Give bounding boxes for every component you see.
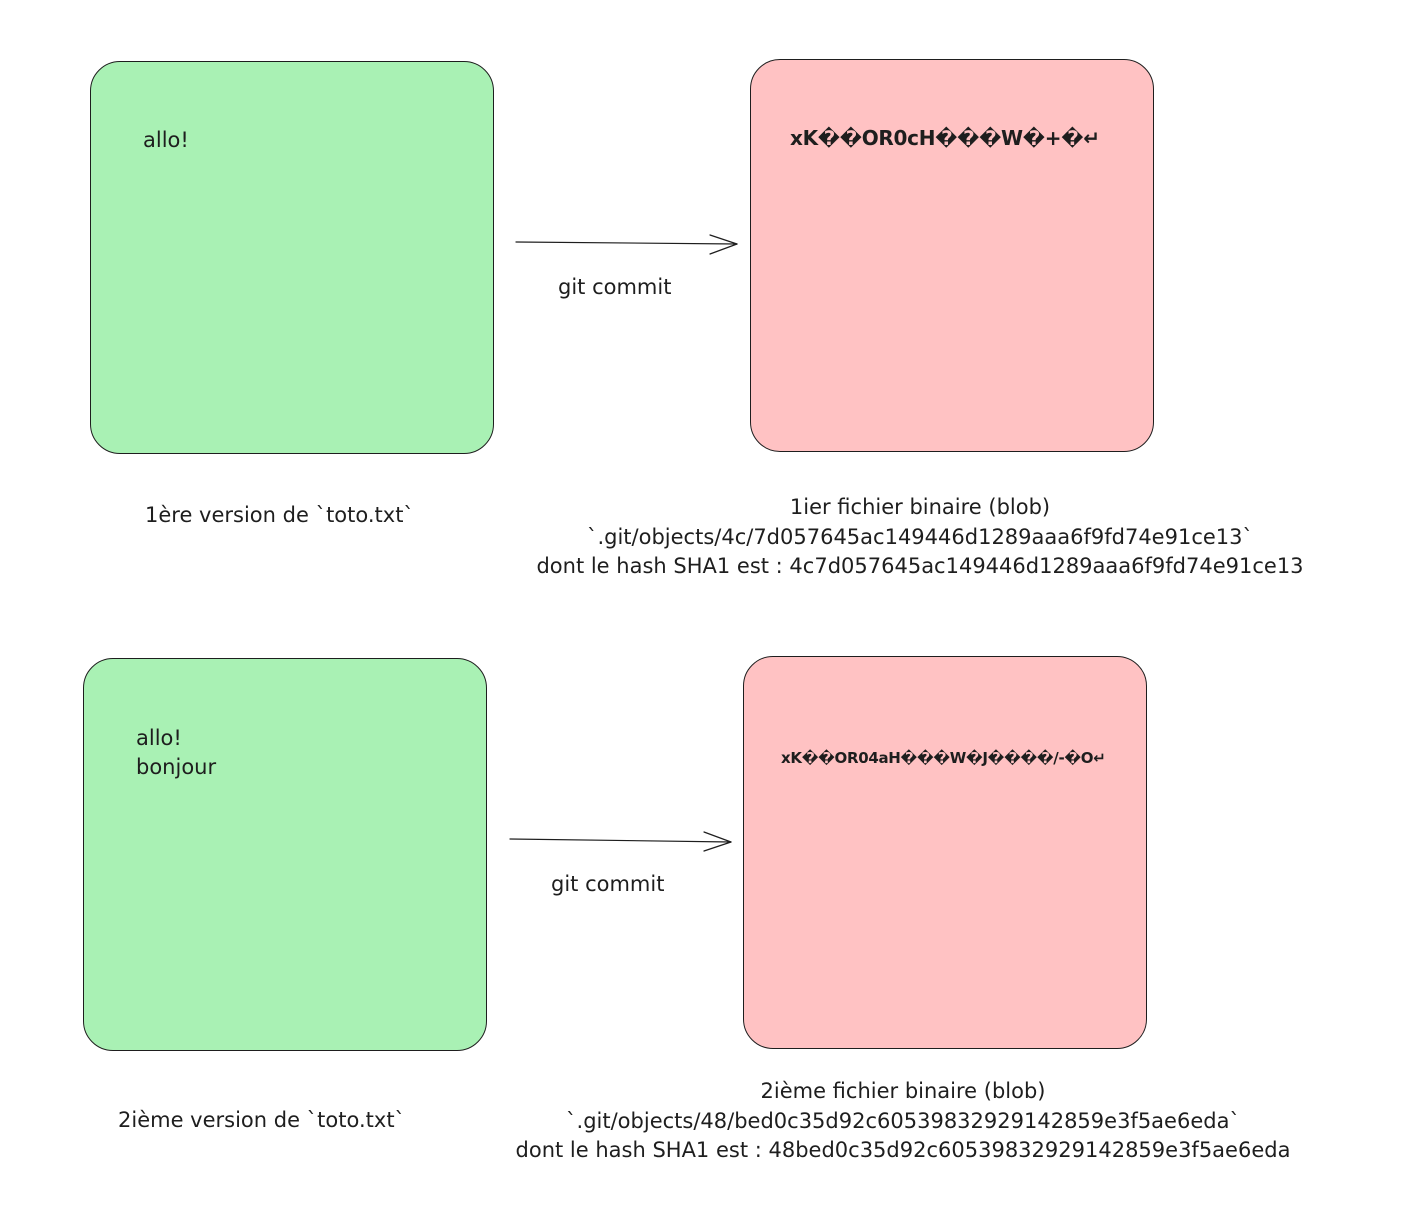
second-blob-caption: 2ième fichier binaire (blob) `.git/objec… — [473, 1077, 1333, 1166]
second-blob-caption-hash: dont le hash SHA1 est : 48bed0c35d92c605… — [515, 1138, 1291, 1162]
first-version-file-content: allo! — [143, 128, 189, 152]
first-version-caption: 1ère version de `toto.txt` — [145, 503, 414, 527]
second-blob-caption-title: 2ième fichier binaire (blob) — [760, 1079, 1046, 1103]
second-version-caption: 2ième version de `toto.txt` — [118, 1108, 406, 1132]
second-blob-box — [743, 656, 1147, 1049]
first-blob-caption: 1ier fichier binaire (blob) `.git/object… — [505, 493, 1335, 582]
first-blob-box — [750, 59, 1154, 452]
second-version-file-box — [83, 658, 487, 1051]
second-blob-caption-path: `.git/objects/48/bed0c35d92c605398329291… — [566, 1108, 1240, 1133]
second-commit-arrow — [509, 831, 732, 852]
first-blob-caption-path: `.git/objects/4c/7d057645ac149446d1289aa… — [586, 524, 1254, 549]
first-commit-arrow — [515, 234, 738, 255]
first-blob-caption-hash: dont le hash SHA1 est : 4c7d057645ac1494… — [536, 554, 1304, 578]
second-blob-binary-content: xK��OR04aH���W�J����/-�O↵ — [781, 749, 1106, 767]
first-commit-label: git commit — [558, 275, 672, 299]
first-blob-binary-content: xK��OR0cH���W�+�↵ — [790, 126, 1100, 150]
second-commit-label: git commit — [551, 872, 665, 896]
second-version-file-content: allo! bonjour — [136, 726, 217, 779]
first-version-file-box — [90, 61, 494, 454]
first-blob-caption-title: 1ier fichier binaire (blob) — [789, 495, 1051, 519]
